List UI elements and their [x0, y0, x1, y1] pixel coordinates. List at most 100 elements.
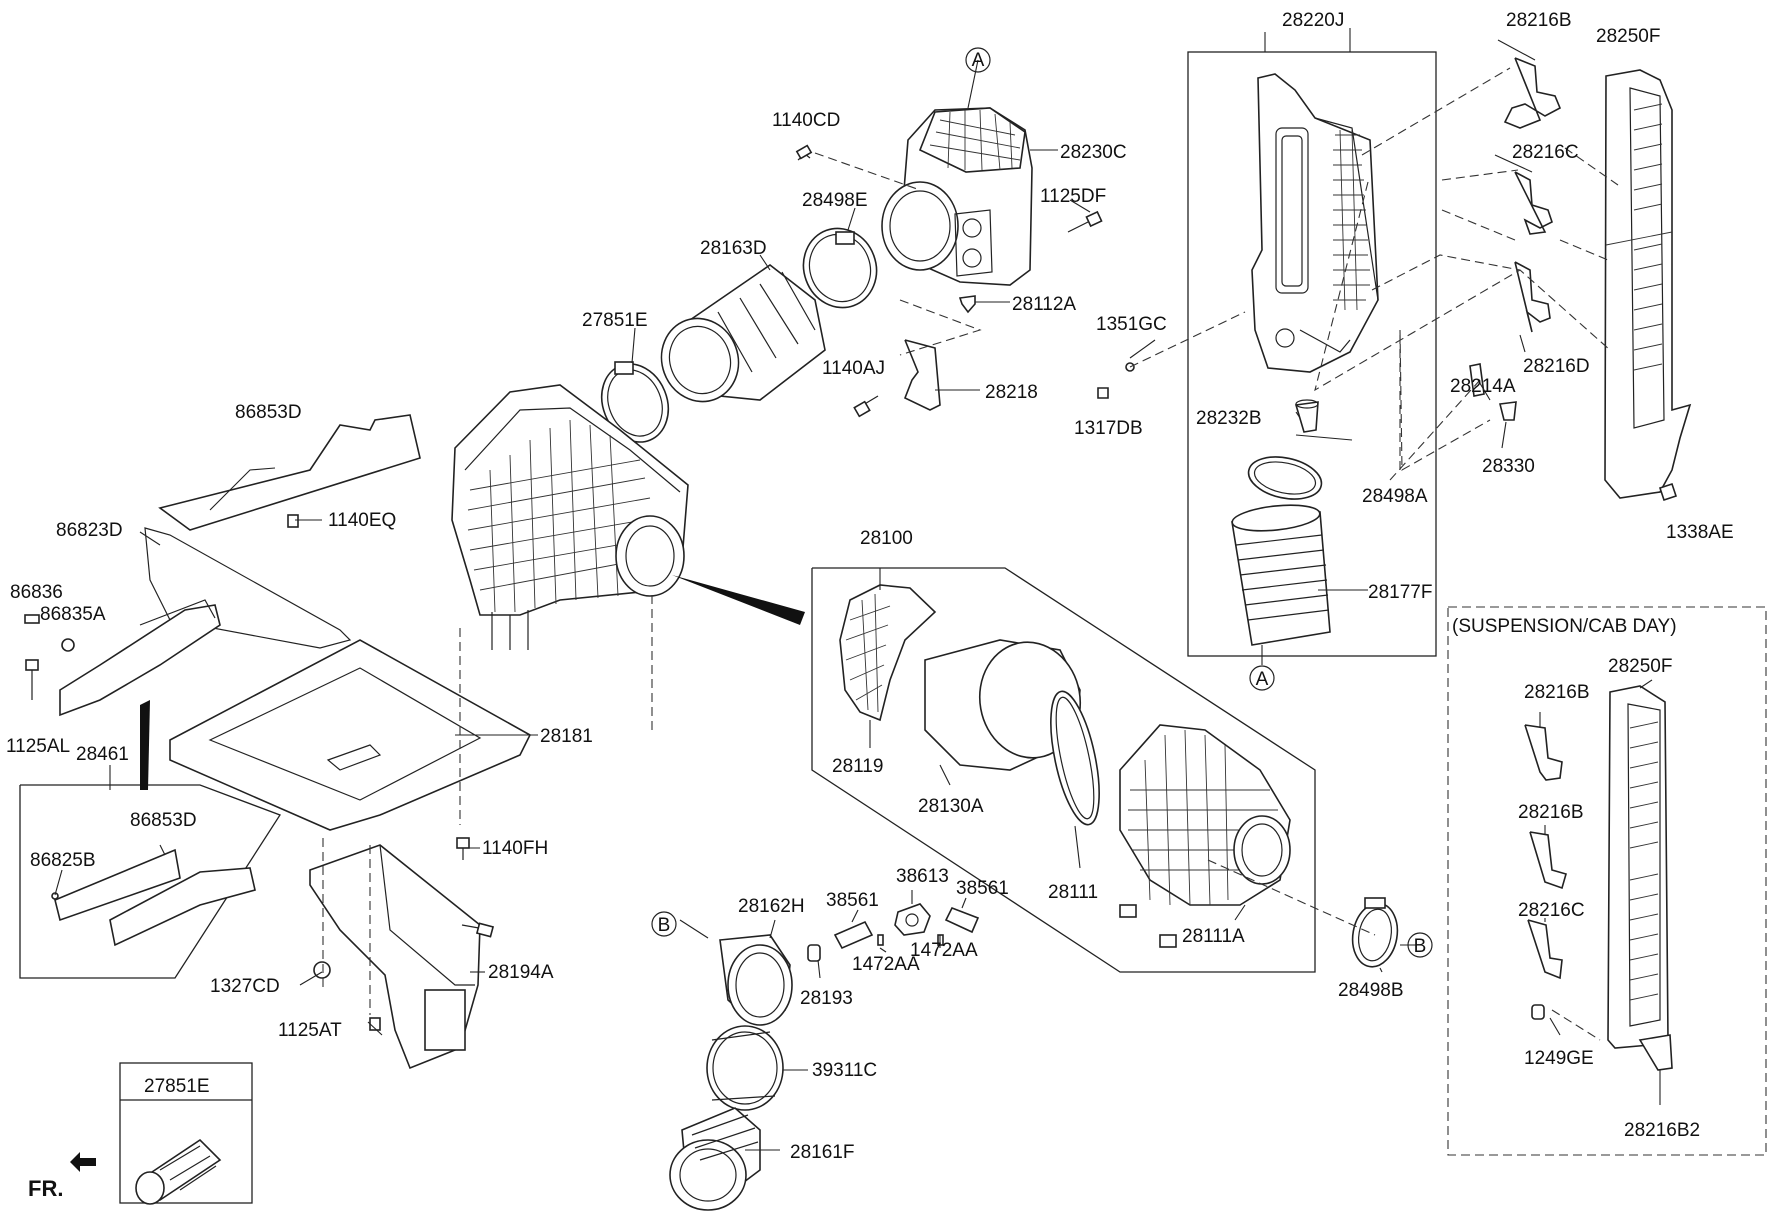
filter-element-28130a: [924, 639, 1082, 771]
clamp-28498b: [1351, 897, 1399, 968]
clamp-28498e: [802, 227, 878, 309]
front-arrow-icon: [70, 1152, 96, 1172]
clip-28214a: [1469, 363, 1485, 397]
28220J-group-box: [1187, 51, 1437, 657]
nut-1338ae: [1658, 482, 1678, 502]
label-28181: 28181: [540, 726, 593, 747]
seal-28498a: [1247, 456, 1323, 500]
label-27851e-box: 27851E: [144, 1076, 210, 1097]
label-1249ge: 1249GE: [1524, 1048, 1594, 1069]
label-1317db: 1317DB: [1074, 418, 1143, 439]
suspension-cab-day-box: [1447, 606, 1767, 1156]
label-1472aa-b: 1472AA: [910, 940, 978, 961]
bolts-plate: [287, 514, 470, 860]
label-1327cd: 1327CD: [210, 976, 280, 997]
ref-circle-a-top: [965, 47, 991, 73]
leader-lines: [54, 28, 1661, 1151]
label-1472aa-a: 1472AA: [852, 954, 920, 975]
label-27851e: 27851E: [582, 310, 648, 331]
label-28193: 28193: [800, 988, 853, 1009]
ref-a-bottom: A: [1256, 669, 1269, 690]
label-suspension-cab-day: (SUSPENSION/CAB DAY): [1452, 616, 1677, 637]
fasteners-right: [1097, 362, 1678, 502]
label-28216c-top: 28216C: [1512, 142, 1579, 163]
seal-28111: [1050, 690, 1100, 826]
ref-a-top: A: [972, 50, 985, 71]
label-28461: 28461: [76, 744, 129, 765]
label-28130a: 28130A: [918, 796, 984, 817]
label-28100: 28100: [860, 528, 913, 549]
label-86853d-box: 86853D: [130, 810, 197, 831]
label-28177f: 28177F: [1368, 582, 1432, 603]
air-cleaner-assembly: [451, 384, 689, 650]
label-39311c: 39311C: [812, 1060, 877, 1081]
bellows-duct-28177f: [1231, 504, 1331, 646]
label-86835a: 86835A: [40, 604, 106, 625]
label-28194a: 28194A: [488, 962, 554, 983]
clamp-27851e: [600, 361, 670, 443]
label-1125al: 1125AL: [6, 736, 70, 757]
lower-ducting: [669, 903, 980, 1211]
ref-b-left: B: [658, 915, 671, 936]
bracket-28218: [903, 339, 941, 411]
28461-inset-parts: [51, 848, 256, 947]
label-28250f-suspension: 28250F: [1608, 656, 1672, 677]
label-1125df: 1125DF: [1040, 186, 1106, 207]
label-1351gc: 1351GC: [1096, 314, 1167, 335]
label-28163d: 28163D: [700, 238, 767, 259]
label-28216c-suspension: 28216C: [1518, 900, 1585, 921]
ref-circle-b-left: [651, 911, 677, 937]
label-86823d: 86823D: [56, 520, 123, 541]
label-28220j: 28220J: [1282, 10, 1344, 31]
label-28250f-top: 28250F: [1596, 26, 1660, 47]
label-86825b: 86825B: [30, 850, 96, 871]
brackets-right-top: [1503, 57, 1562, 333]
label-28111a: 28111A: [1182, 926, 1245, 947]
label-28216b2: 28216B2: [1624, 1120, 1700, 1141]
bolts-upper: [795, 144, 1103, 418]
explode-pointer-left: [140, 700, 150, 790]
ref-circle-b-right: [1407, 932, 1433, 958]
housing-28111a: [1119, 724, 1291, 948]
label-28498e: 28498E: [802, 190, 868, 211]
label-28119: 28119: [832, 756, 883, 777]
28119-shroud: [839, 584, 937, 722]
explode-pointer: [672, 575, 805, 625]
label-38561-b: 38561: [956, 878, 1009, 899]
cap-28232b: [1294, 399, 1319, 433]
label-28214a: 28214A: [1450, 376, 1516, 397]
label-38613: 38613: [896, 866, 949, 887]
label-28230c: 28230C: [1060, 142, 1127, 163]
ref-circles: [651, 47, 1433, 958]
duct-28163d: [660, 264, 826, 403]
part-labels: A A B B 28220J 28216B 28250F 28216C 2821…: [6, 10, 1734, 1201]
frames: [19, 51, 1767, 1204]
front-marker-label: FR.: [28, 1176, 63, 1201]
intake-hood-28230c: [881, 107, 1033, 286]
label-28162h: 28162H: [738, 896, 805, 917]
label-1125at: 1125AT: [278, 1020, 342, 1041]
label-38561-a: 38561: [826, 890, 879, 911]
bracket-28194a: [309, 844, 495, 1070]
label-28112a: 28112A: [1012, 294, 1076, 315]
label-28330: 28330: [1482, 456, 1535, 477]
panel-28250f-top: [1604, 69, 1692, 499]
bracket-86835a: [24, 599, 221, 717]
label-1338ae: 1338AE: [1666, 522, 1734, 543]
label-28111: 28111: [1048, 882, 1098, 903]
label-1140eq: 1140EQ: [328, 510, 396, 531]
27851e-inset-part: [135, 1138, 222, 1205]
grommet-28330: [1499, 401, 1517, 421]
label-28232b: 28232B: [1196, 408, 1262, 429]
nut-1317db: [1097, 387, 1109, 399]
label-28216b-top: 28216B: [1506, 10, 1572, 31]
suspension-cab-day-parts: [1524, 685, 1673, 1071]
label-28218: 28218: [985, 382, 1038, 403]
27851E-inset-box: [119, 1062, 253, 1204]
label-28498a: 28498A: [1362, 486, 1428, 507]
label-28216b-suspension-1: 28216B: [1524, 682, 1590, 703]
label-1140cd: 1140CD: [772, 110, 840, 131]
label-1140fh: 1140FH: [482, 838, 548, 859]
base-plate-28181: [144, 414, 532, 831]
